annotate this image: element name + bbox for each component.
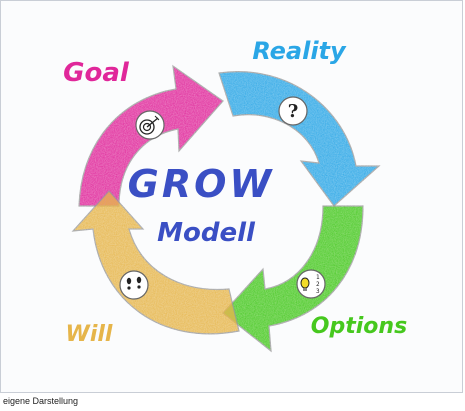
center-subtitle: Modell: [157, 218, 256, 248]
reality-arrow-shape: [218, 71, 381, 207]
goal-arrow: [78, 64, 224, 207]
svg-text:1: 1: [316, 274, 320, 281]
will-arrow: [71, 190, 240, 335]
center-title: GROW: [128, 162, 275, 206]
options-arrow: 1 2 3: [222, 205, 364, 353]
reality-label: Reality: [252, 37, 347, 65]
footprints-icon: [126, 276, 142, 290]
reality-icon-badge: [278, 96, 308, 126]
options-arrow-shape: [222, 205, 364, 353]
figure-caption: eigene Darstellung: [3, 396, 79, 406]
svg-text:2: 2: [316, 281, 320, 288]
will-arrow-shape: [71, 190, 240, 335]
options-label: Options: [311, 314, 407, 339]
reality-arrow: ?: [218, 71, 381, 207]
lightbulb-list-icon: 1 2 3: [300, 274, 320, 295]
target-dart-icon: [139, 115, 160, 135]
figure-frame: ? 1 2 3 Goal Re: [0, 0, 463, 393]
svg-text:3: 3: [316, 288, 320, 295]
question-mark-icon: ?: [288, 101, 299, 122]
goal-label: Goal: [63, 58, 130, 88]
grow-model-diagram: ? 1 2 3 Goal Re: [63, 37, 407, 353]
will-label: Will: [66, 322, 113, 347]
will-icon-badge: [119, 270, 149, 300]
